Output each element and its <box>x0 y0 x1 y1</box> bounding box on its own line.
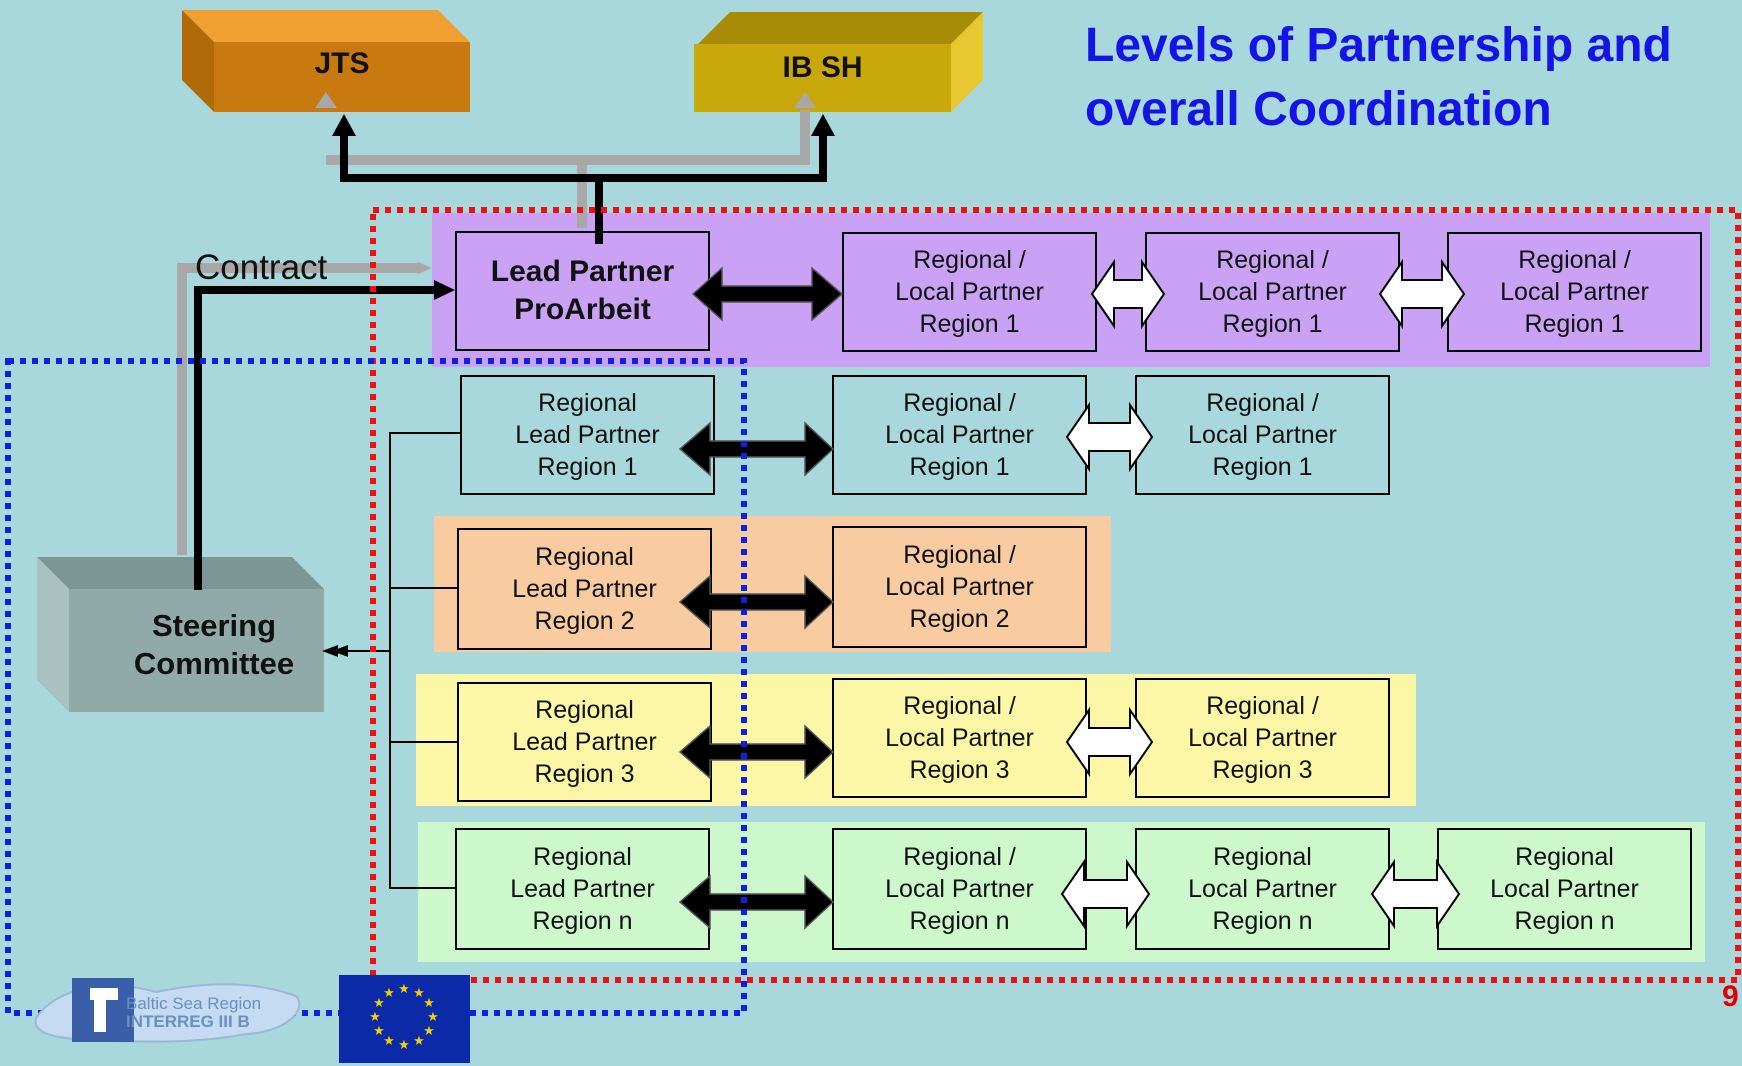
coordination-connectors <box>340 134 827 244</box>
steering-block <box>37 557 324 712</box>
page-number: 9 <box>1722 980 1739 1013</box>
partner-box: Regional / Local Partner Region 1 <box>1135 375 1390 495</box>
reporting-bracket <box>325 432 460 889</box>
partner-box: Regional / Local Partner Region 1 <box>842 232 1097 352</box>
partner-box: Regional / Local Partner Region n <box>832 828 1087 950</box>
regional-lead-partner-region-3: Regional Lead Partner Region 3 <box>457 682 712 802</box>
partner-box: Regional / Local Partner Region 3 <box>1135 678 1390 798</box>
shadow-connectors <box>177 110 810 555</box>
region-3-band <box>416 674 1416 806</box>
region-n-band <box>418 822 1705 962</box>
regional-lead-partner-region-2: Regional Lead Partner Region 2 <box>457 528 712 650</box>
svg-text:★: ★ <box>383 1034 395 1049</box>
svg-text:★: ★ <box>369 1010 381 1025</box>
partner-box: Regional / Local Partner Region 1 <box>1145 232 1400 352</box>
lead-partner-band <box>432 213 1710 367</box>
svg-text:★: ★ <box>398 1038 410 1053</box>
partner-box: Regional Local Partner Region n <box>1135 828 1390 950</box>
steering-committee-label: Steering Committee <box>133 608 295 681</box>
svg-text:★: ★ <box>398 982 410 997</box>
arrow-to-steering <box>322 645 338 657</box>
svg-text:★: ★ <box>373 996 385 1011</box>
baltic-sea-map-icon <box>34 978 301 1043</box>
svg-text:★: ★ <box>413 986 425 1001</box>
partner-box: Regional / Local Partner Region 1 <box>832 375 1087 495</box>
svg-text:★: ★ <box>373 1024 385 1039</box>
interreg-logo: Baltic Sea Region INTERREG III B <box>16 948 316 1048</box>
page-title: Levels of Partnership and overall Coordi… <box>1085 19 1672 136</box>
double-arrows-white <box>1060 258 1466 930</box>
eu-stars-icon: ★★★ ★★★ ★★★ ★★★ <box>369 982 439 1053</box>
svg-text:★: ★ <box>423 996 435 1011</box>
ibsh-block <box>694 12 983 112</box>
svg-text:★: ★ <box>413 1034 425 1049</box>
svg-text:★: ★ <box>427 1010 439 1025</box>
partnership-frame-red <box>370 207 1741 983</box>
arrow-to-jts <box>332 114 356 136</box>
regional-lead-partner-region-n: Regional Lead Partner Region n <box>455 828 710 950</box>
logo-line-2: INTERREG III B <box>126 1012 250 1031</box>
jts-label: JTS <box>314 47 370 80</box>
region-2-band <box>434 516 1111 652</box>
contract-connector <box>194 286 438 590</box>
double-arrows-black <box>678 266 844 930</box>
eu-flag: ★★★ ★★★ ★★★ ★★★ <box>339 975 470 1063</box>
svg-text:★: ★ <box>423 1024 435 1039</box>
regional-lead-partner-region-1: Regional Lead Partner Region 1 <box>460 375 715 495</box>
partner-box: Regional / Local Partner Region 2 <box>832 526 1087 648</box>
partner-box: Regional / Local Partner Region 1 <box>1447 232 1702 352</box>
svg-text:★: ★ <box>383 986 395 1001</box>
jts-block <box>182 10 470 112</box>
logo-line-1: Baltic Sea Region <box>126 994 262 1013</box>
contract-label: Contract <box>195 248 328 287</box>
ibsh-label: IB SH <box>782 51 863 84</box>
arrow-to-ibsh <box>811 114 835 136</box>
